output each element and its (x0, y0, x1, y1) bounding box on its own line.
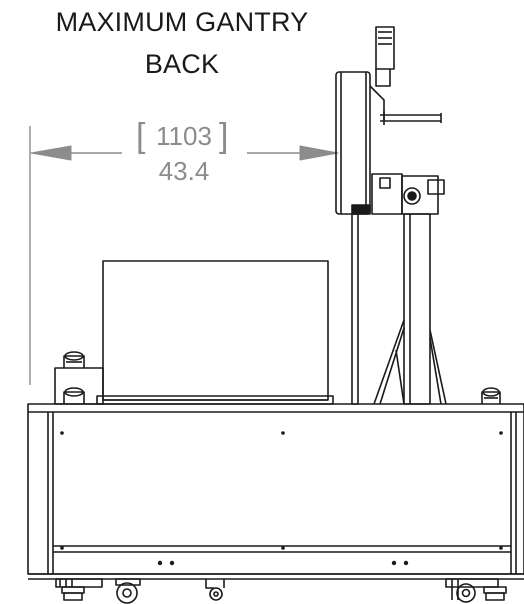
cabinet-screws (60, 431, 503, 566)
dimension-millimeters: 1103 (156, 121, 212, 151)
gantry-head (335, 26, 445, 215)
dimension-inches: 43.4 (158, 156, 210, 186)
right-leveling-foot-top (481, 387, 501, 404)
equipment-box (96, 260, 334, 405)
dimension-arrow-left (30, 145, 72, 161)
column-post (351, 213, 447, 405)
dimension-bracket-close: ] (219, 117, 229, 155)
view-title-line-1: MAXIMUM GANTRY (55, 7, 309, 37)
dimension-bracket-open: [ (136, 117, 146, 155)
view-title-line-2: BACK (144, 49, 220, 79)
left-feet-blocks (54, 351, 104, 405)
base-cabinet (27, 403, 524, 580)
casters (55, 578, 507, 604)
dimension-arrow-right (299, 145, 339, 161)
